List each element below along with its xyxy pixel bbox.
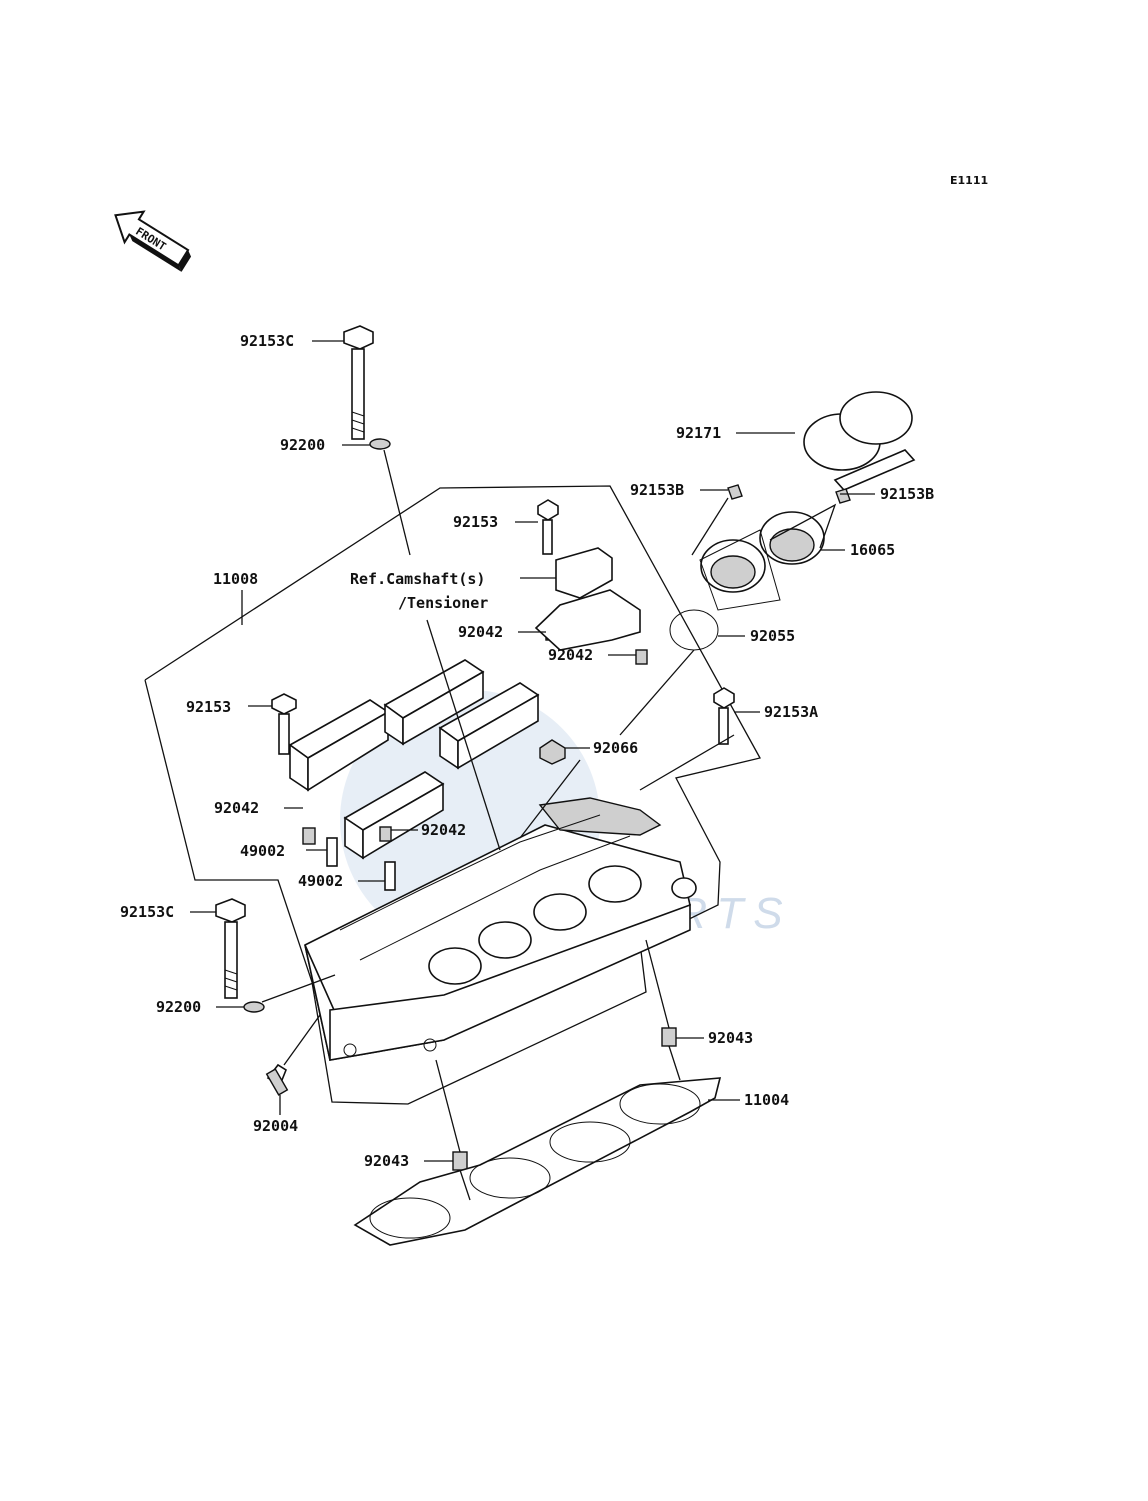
leader-lines: [190, 340, 875, 1201]
part-label-92200-bottom: 92200: [156, 998, 201, 1016]
diagram-code: E1111: [950, 174, 988, 187]
part-label-92153-mid: 92153: [186, 698, 231, 716]
camshaft-cap-set: [288, 659, 540, 860]
tensioner-bracket: [534, 547, 641, 651]
part-label-92153b-left: 92153B: [630, 481, 684, 499]
part-label-92200-top: 92200: [280, 436, 325, 454]
part-label-92043-bottom: 92043: [364, 1152, 409, 1170]
part-label-92004: 92004: [253, 1117, 298, 1135]
part-labels: 92153C 92200 92171 92153B 92153B 16065 9…: [120, 332, 934, 1170]
part-label-11008: 11008: [213, 570, 258, 588]
part-label-92066: 92066: [593, 739, 638, 757]
part-label-16065: 16065: [850, 541, 895, 559]
cylinder-head-bolt-bottom: [215, 898, 265, 1013]
part-label-92153b-right: 92153B: [880, 485, 934, 503]
cylinder-head-bolt-top: [343, 325, 391, 450]
part-label-92171: 92171: [676, 424, 721, 442]
reference-note-line1: Ref.Camshaft(s): [350, 570, 485, 588]
part-label-92153-top: 92153: [453, 513, 498, 531]
part-label-49002-b: 49002: [298, 872, 343, 890]
part-label-92153c-bottom: 92153C: [120, 903, 174, 921]
part-label-92153a: 92153A: [764, 703, 818, 721]
reference-note-line2: /Tensioner: [398, 594, 488, 612]
part-label-92153c-top: 92153C: [240, 332, 294, 350]
part-label-92042-b: 92042: [548, 646, 593, 664]
intake-holder: [669, 391, 916, 651]
dowel-pins: [452, 1027, 677, 1171]
part-label-92043-right: 92043: [708, 1029, 753, 1047]
cylinder-head-gasket: [353, 1077, 722, 1246]
part-label-92055: 92055: [750, 627, 795, 645]
part-label-92042-d: 92042: [421, 821, 466, 839]
part-label-92042-c: 92042: [214, 799, 259, 817]
front-arrow-icon: FRONT: [114, 210, 192, 272]
part-label-49002-a: 49002: [240, 842, 285, 860]
part-label-11004: 11004: [744, 1091, 789, 1109]
cylinder-head: [266, 797, 697, 1087]
stud: [265, 1068, 289, 1096]
part-label-92042-a: 92042: [458, 623, 503, 641]
